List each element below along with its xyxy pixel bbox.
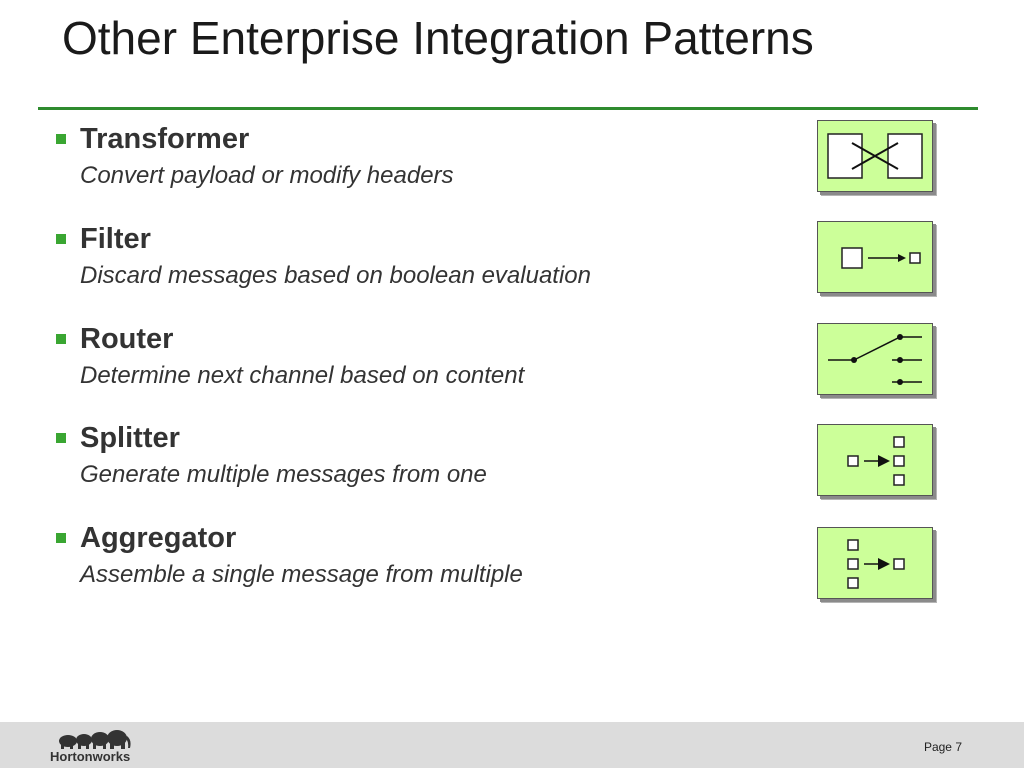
bullet-icon [56,334,66,344]
page-number: Page 7 [923,740,962,754]
title-divider [38,107,978,110]
pattern-name: Transformer [80,123,250,155]
hortonworks-logo: Hortonworks [50,728,140,764]
transformer-icon [817,120,933,192]
list-item-aggregator: Aggregator Assemble a single message fro… [56,521,756,611]
pattern-description: Discard messages based on boolean evalua… [80,262,591,289]
elephants-logo-icon [59,730,131,749]
bullet-icon [56,433,66,443]
filter-icon [817,221,933,293]
bullet-icon [56,134,66,144]
router-icon [817,323,933,395]
logo-text: Hortonworks [50,749,131,764]
slide-title: Other Enterprise Integration Patterns [62,12,814,64]
pattern-name: Router [80,323,174,355]
pattern-description: Determine next channel based on content [80,362,525,389]
pattern-name: Aggregator [80,522,237,554]
list-item-filter: Filter Discard messages based on boolean… [56,222,756,312]
pattern-description: Assemble a single message from multiple [80,561,523,588]
bullet-icon [56,234,66,244]
pattern-description: Generate multiple messages from one [80,461,487,488]
pattern-name: Filter [80,223,151,255]
bullet-icon [56,533,66,543]
pattern-description: Convert payload or modify headers [80,162,454,189]
list-item-router: Router Determine next channel based on c… [56,322,756,412]
list-item-transformer: Transformer Convert payload or modify he… [56,122,756,212]
splitter-icon [817,424,933,496]
pattern-name: Splitter [80,422,180,454]
aggregator-icon [817,527,933,599]
slide-footer: Hortonworks Page 7 [0,722,1024,768]
list-item-splitter: Splitter Generate multiple messages from… [56,421,756,511]
